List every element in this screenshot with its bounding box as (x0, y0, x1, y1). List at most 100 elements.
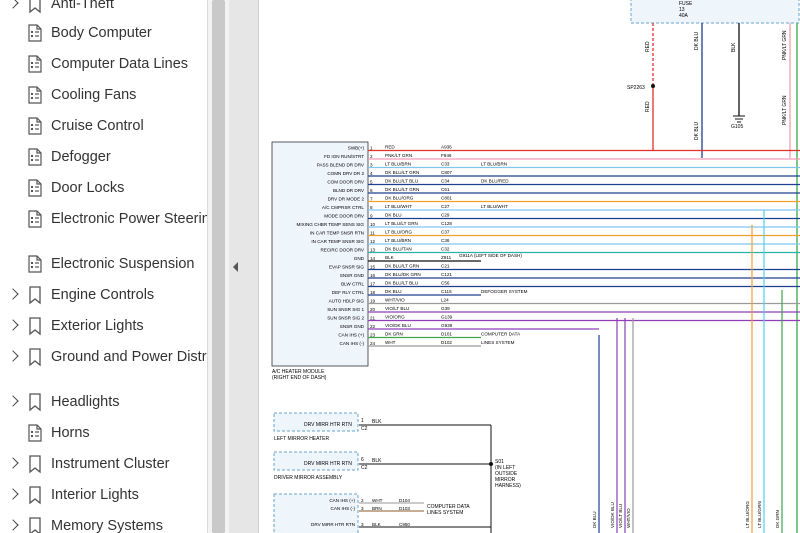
chevron-right-icon[interactable] (7, 350, 19, 362)
chevron-right-icon[interactable] (7, 457, 19, 469)
sidebar-item-label: Door Locks (51, 180, 125, 196)
sidebar-item-instrument-cluster[interactable]: Instrument Cluster (0, 453, 207, 479)
sidebar-item-body-computer[interactable]: Body Computer (0, 22, 207, 48)
collapse-panel-icon[interactable] (233, 262, 238, 272)
chevron-right-icon[interactable] (7, 488, 19, 500)
sidebar-scrollbar[interactable] (207, 0, 230, 533)
document-page: FUSE 13 40A SP2263 RED RED DK BLU DK BLU… (258, 0, 800, 533)
sidebar-item-label: Cruise Control (51, 118, 144, 134)
page-icon (27, 23, 43, 43)
sidebar-item-anti-theft[interactable]: Anti-Theft (0, 0, 207, 19)
vertical-wire-label: LT BLU/ORG (745, 501, 750, 528)
pin-wire-color: LT BLU/ORG (385, 230, 412, 235)
sidebar-item-defogger[interactable]: Defogger (0, 146, 207, 172)
pin-circuit: G39 (441, 306, 450, 311)
pin-wire-color: DK BLU/LT BLU (385, 179, 418, 184)
bookmark-icon (27, 0, 43, 14)
pin-wire-color: LT BLU/BRN (385, 162, 411, 167)
chevron-right-icon[interactable] (7, 0, 19, 9)
sidebar-item-electronic-power-steering[interactable]: Electronic Power Steering (0, 208, 207, 252)
pin-function: SNSR GND (340, 324, 365, 329)
pin-wire-color: DK BLU/LT GRN (385, 264, 419, 269)
pin-circuit: C34 (441, 179, 450, 184)
sidebar-item-horns[interactable]: Horns (0, 422, 207, 448)
pin-function: BLND DR DRV (333, 188, 365, 193)
pin-wire-color: BLK (385, 255, 395, 260)
driver-mirror-conn: C2 (361, 465, 368, 471)
sidebar-scrollbar-thumb[interactable] (212, 0, 225, 533)
pin-function: DRV DR MODE 2 (328, 197, 365, 202)
sidebar-item-label: Exterior Lights (51, 318, 144, 334)
pin-function: SWB(+) (348, 146, 365, 151)
pin-function: SNSR GND (340, 273, 365, 278)
pin-number: 9 (370, 214, 373, 219)
bottom-note1: COMPUTER DATA (427, 504, 470, 510)
sidebar-item-label: Electronic Power Steering (51, 211, 207, 227)
bottom-row-color: BRN (372, 506, 382, 511)
sidebar-item-interior-lights[interactable]: Interior Lights (0, 484, 207, 510)
pin-wire-color: LT BLU/LT GRN (385, 221, 418, 226)
panel-splitter[interactable] (229, 0, 258, 533)
pin-number: 11 (370, 231, 375, 236)
sidebar-item-engine-controls[interactable]: Engine Controls (0, 284, 207, 310)
sidebar-item-label: Anti-Theft (51, 0, 114, 12)
left-mirror-fn: DRV MIRR HTR RTN (304, 422, 352, 428)
pin-wire-color: DK BLU/LT GRN (385, 170, 419, 175)
pin-number: 12 (370, 239, 376, 244)
page-icon (27, 254, 43, 274)
pin-circuit: G139 (441, 315, 453, 320)
pin-circuit: C115 (441, 289, 452, 294)
pin-wire-color: RED (385, 145, 395, 150)
left-mirror-box (273, 412, 359, 432)
pin-circuit: L24 (441, 298, 449, 303)
bottom-row-circuit: D104 (399, 498, 410, 503)
pin-number: 20 (370, 307, 376, 312)
pin-function: IN CAR TEMP SNSR RTN (310, 231, 364, 236)
sidebar-item-cooling-fans[interactable]: Cooling Fans (0, 84, 207, 110)
module-location: (RIGHT END OF DASH) (272, 375, 327, 381)
pin-number: 24 (370, 341, 376, 346)
pin-function: CAN IHS (-) (340, 341, 365, 346)
pin-number: 18 (370, 290, 376, 295)
chevron-right-icon[interactable] (7, 395, 19, 407)
pin-note: DK BLU/RED (481, 179, 509, 184)
pin-circuit: C33 (441, 162, 450, 167)
left-mirror-conn: C2 (361, 426, 368, 432)
pin-number: 19 (370, 299, 376, 304)
sidebar-item-electronic-suspension[interactable]: Electronic Suspension (0, 253, 207, 279)
left-mirror-color: BLK (372, 419, 382, 425)
sidebar-item-label: Electronic Suspension (51, 256, 195, 272)
pin-wire-color: DK BLU/DK GRN (385, 272, 421, 277)
top-wire-label-blk: BLK (731, 42, 737, 52)
sidebar-item-computer-data-lines[interactable]: Computer Data Lines (0, 53, 207, 79)
pin-circuit: C27 (441, 204, 450, 209)
sidebar-item-headlights[interactable]: Headlights (0, 391, 207, 417)
fuse-label: FUSE (679, 1, 693, 7)
sidebar-item-exterior-lights[interactable]: Exterior Lights (0, 315, 207, 341)
splice2-desc1: (IN LEFT (495, 465, 515, 471)
fuse-box (630, 0, 800, 24)
sidebar-item-label: Engine Controls (51, 287, 155, 303)
right-wire-label-dkblu: DK BLU (694, 122, 700, 140)
pin-number: 16 (370, 273, 376, 278)
chevron-right-icon[interactable] (7, 288, 19, 300)
sidebar-item-ground-and-power-distribution[interactable]: Ground and Power Distribution (0, 346, 207, 390)
pin-circuit: G939 (441, 323, 453, 328)
bottom-row-fn: DRV MIRR HTR RTN (311, 522, 355, 527)
chevron-right-icon[interactable] (7, 319, 19, 331)
vertical-wire-label: WHT/VIO (626, 508, 631, 528)
sidebar-item-cruise-control[interactable]: Cruise Control (0, 115, 207, 141)
bookmark-icon (27, 285, 43, 305)
pin-number: 23 (370, 333, 376, 338)
module-box (271, 141, 369, 367)
sidebar-item-memory-systems[interactable]: Memory Systems (0, 515, 207, 533)
pin-circuit: C128 (441, 221, 452, 226)
sidebar-item-door-locks[interactable]: Door Locks (0, 177, 207, 203)
chevron-right-icon[interactable] (7, 519, 19, 531)
bookmark-icon (27, 516, 43, 533)
pin-circuit: C801 (441, 196, 452, 201)
pin-function: MIXING CHBR TEMP SENS SIG (297, 222, 365, 227)
pin-note: COMPUTER DATA (481, 332, 521, 337)
splice-label: SP2263 (627, 85, 645, 91)
